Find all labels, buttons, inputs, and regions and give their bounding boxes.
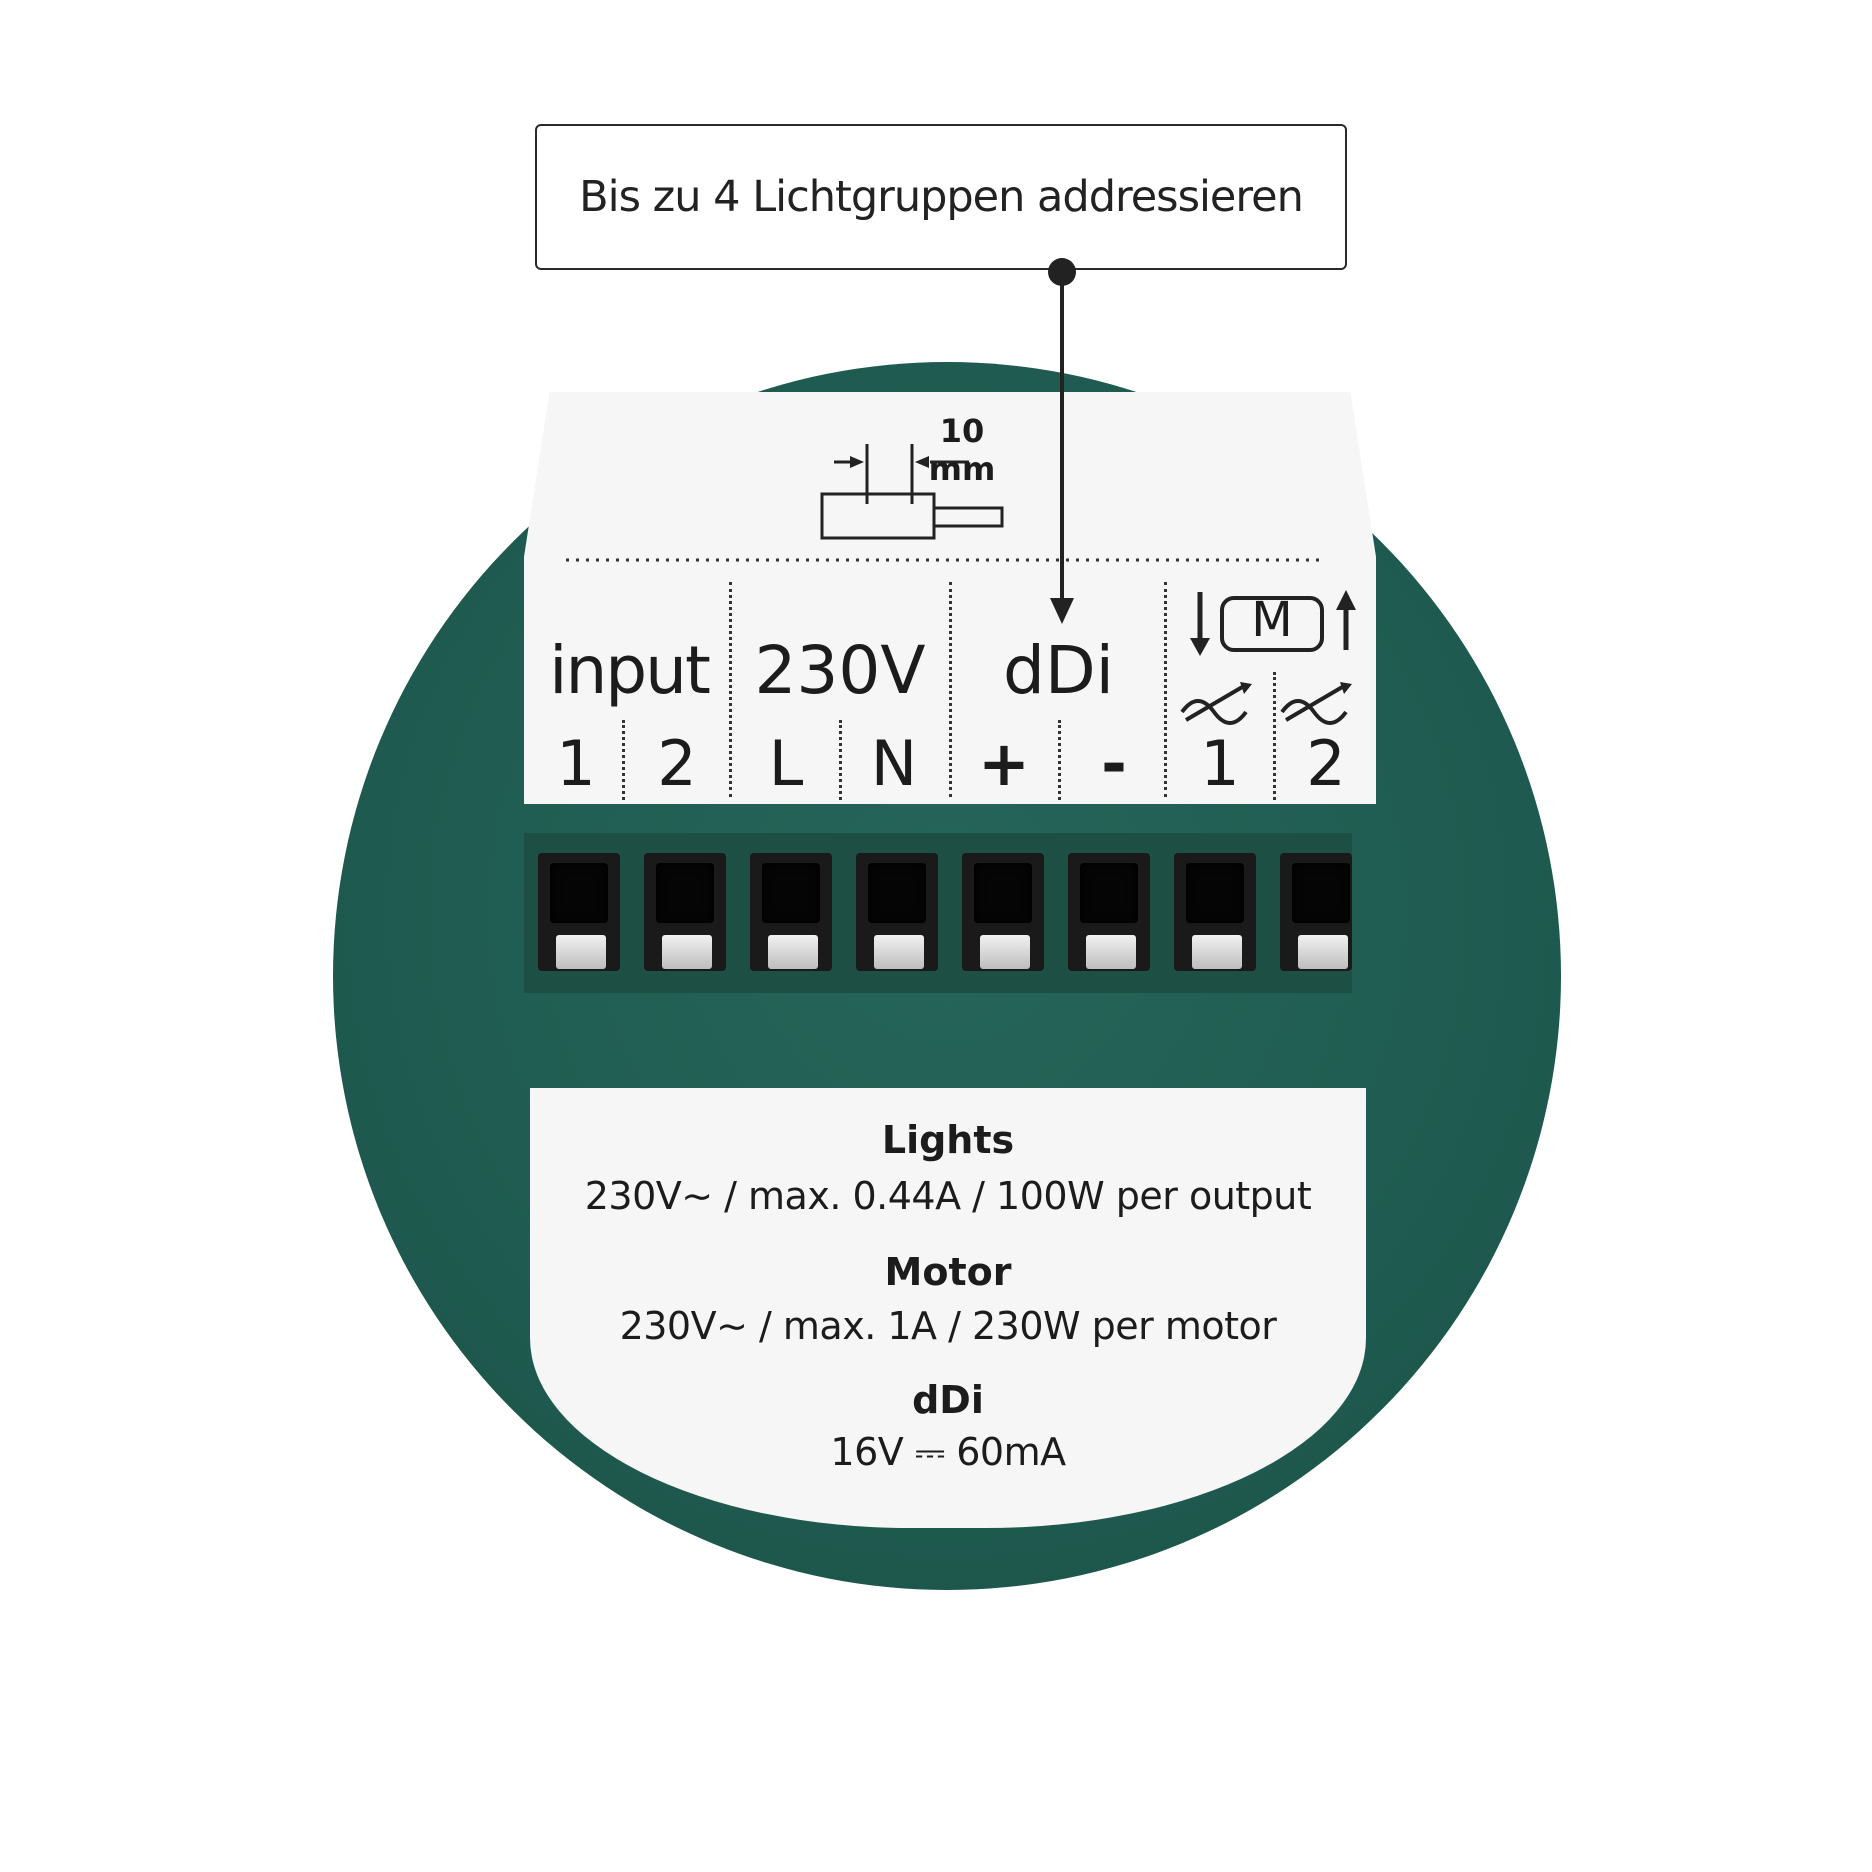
terminal-slot[interactable] bbox=[750, 853, 832, 971]
group-label-input: input bbox=[549, 632, 711, 709]
terminal-label-l: L bbox=[768, 727, 804, 800]
terminal-block bbox=[524, 833, 1352, 993]
terminal-slot[interactable] bbox=[856, 853, 938, 971]
callout-text: Bis zu 4 Lichtgruppen addressieren bbox=[579, 172, 1304, 222]
terminal-label-motor-1: 1 bbox=[1200, 727, 1240, 800]
terminal-label-plus: + bbox=[978, 727, 1030, 800]
terminal-label-input-1: 1 bbox=[556, 727, 596, 800]
divider-minor bbox=[622, 720, 625, 800]
spec-value-ddi: 16V ⎓ 60mA bbox=[830, 1430, 1066, 1474]
release-lever[interactable] bbox=[1298, 935, 1348, 969]
terminal-label-motor-2: 2 bbox=[1306, 727, 1346, 800]
wire-entry bbox=[974, 863, 1032, 923]
terminal-slot[interactable] bbox=[538, 853, 620, 971]
terminal-slot[interactable] bbox=[1280, 853, 1352, 971]
wire-entry bbox=[868, 863, 926, 923]
terminal-label-minus: - bbox=[1101, 727, 1127, 800]
strip-length-label: 10 mm bbox=[928, 412, 996, 488]
motor-label: M bbox=[1251, 592, 1293, 648]
specs-label: Lights 230V∼ / max. 0.44A / 100W per out… bbox=[530, 1088, 1366, 1528]
release-lever[interactable] bbox=[1192, 935, 1242, 969]
release-lever[interactable] bbox=[662, 935, 712, 969]
divider-minor bbox=[839, 720, 842, 800]
spec-value-motor: 230V∼ / max. 1A / 230W per motor bbox=[619, 1304, 1277, 1348]
terminal-label: 10 mm input 230V dDi M 1 2 L N + - 1 2 bbox=[524, 392, 1376, 804]
terminal-label-input-2: 2 bbox=[657, 727, 697, 800]
divider bbox=[949, 582, 952, 797]
release-lever[interactable] bbox=[768, 935, 818, 969]
terminal-slot[interactable] bbox=[644, 853, 726, 971]
wire-strip-diagram bbox=[566, 444, 1356, 725]
wire-entry bbox=[550, 863, 608, 923]
wire-entry bbox=[1186, 863, 1244, 923]
divider bbox=[1164, 582, 1167, 797]
terminal-slot[interactable] bbox=[962, 853, 1044, 971]
spec-heading-motor: Motor bbox=[884, 1250, 1012, 1294]
terminal-slot[interactable] bbox=[1068, 853, 1150, 971]
release-lever[interactable] bbox=[1086, 935, 1136, 969]
wire-entry bbox=[1292, 863, 1350, 923]
terminal-label-n: N bbox=[870, 727, 918, 800]
wire-entry bbox=[656, 863, 714, 923]
group-label-230v: 230V bbox=[754, 632, 926, 709]
release-lever[interactable] bbox=[980, 935, 1030, 969]
terminal-slot[interactable] bbox=[1174, 853, 1256, 971]
divider-minor bbox=[1058, 720, 1061, 800]
group-label-ddi: dDi bbox=[1002, 632, 1115, 709]
spec-heading-ddi: dDi bbox=[912, 1378, 984, 1422]
wire-entry bbox=[762, 863, 820, 923]
divider bbox=[729, 582, 732, 797]
spec-heading-lights: Lights bbox=[881, 1118, 1015, 1162]
release-lever[interactable] bbox=[874, 935, 924, 969]
divider-minor bbox=[1273, 672, 1276, 800]
spec-value-lights: 230V∼ / max. 0.44A / 100W per output bbox=[584, 1174, 1312, 1218]
callout-box: Bis zu 4 Lichtgruppen addressieren bbox=[535, 124, 1347, 270]
release-lever[interactable] bbox=[556, 935, 606, 969]
wire-entry bbox=[1080, 863, 1138, 923]
